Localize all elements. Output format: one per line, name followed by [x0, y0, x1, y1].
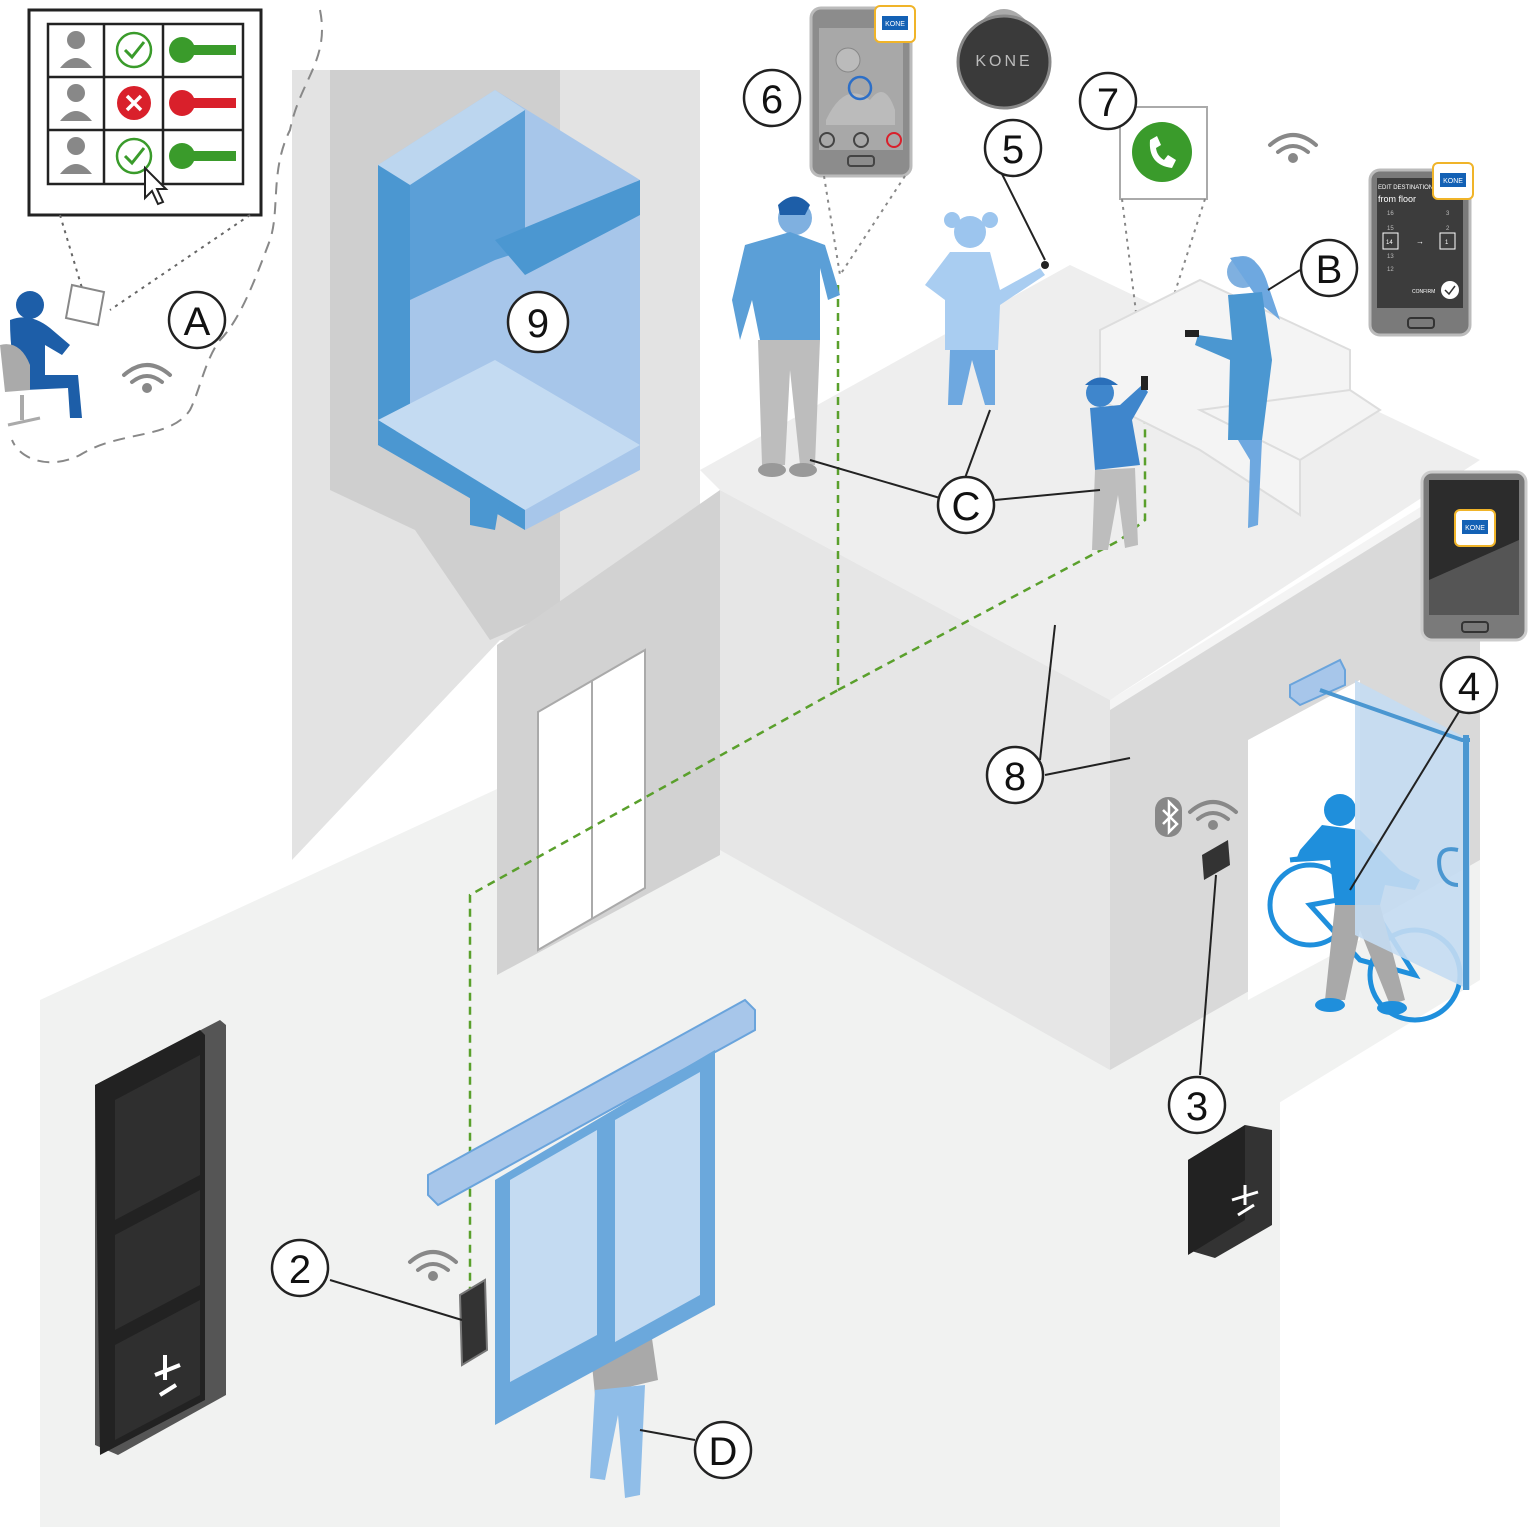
access-management	[0, 8, 323, 464]
axis-logo-icon	[154, 1355, 181, 1397]
svg-text:C: C	[952, 485, 981, 529]
svg-text:KONE: KONE	[1443, 178, 1463, 185]
signal-path	[468, 285, 1147, 1290]
svg-text:8: 8	[1004, 755, 1026, 799]
callout-8: 8	[985, 745, 1045, 805]
svg-text:9: 9	[527, 302, 549, 346]
svg-text:5: 5	[1002, 128, 1024, 172]
check-icon	[115, 137, 153, 175]
bike-entrance-door	[1289, 658, 1470, 990]
wifi-icon	[1268, 133, 1318, 163]
cloud-outline	[11, 9, 323, 464]
call-box	[1119, 106, 1208, 386]
wifi-icon	[122, 363, 172, 393]
callout-6: 6	[742, 68, 802, 128]
key-icon	[169, 90, 236, 116]
callout-3: 3	[1167, 1075, 1227, 1135]
phone-destination-call: EDIT DESTINATION CALL from floor 16 15 1…	[1368, 162, 1474, 337]
kone-logo: KONE	[874, 5, 916, 43]
svg-text:4: 4	[1458, 665, 1480, 709]
svg-text:3: 3	[1446, 211, 1450, 217]
svg-text:1: 1	[1445, 240, 1449, 246]
kone-logo: KONE	[1454, 509, 1496, 547]
callout-9: 9	[506, 290, 570, 354]
svg-text:2: 2	[289, 1248, 311, 1292]
cursor-icon	[144, 165, 169, 206]
callout-B: B	[1299, 238, 1359, 298]
svg-text:7: 7	[1097, 81, 1119, 125]
wifi-icon	[408, 1250, 458, 1281]
callout-2: 2	[270, 1238, 330, 1298]
ground-floor-right	[720, 850, 1480, 1200]
woman-with-phone	[1185, 256, 1280, 528]
check-icon	[115, 31, 153, 69]
right-wall-top	[1110, 470, 1480, 710]
svg-text:16: 16	[1387, 211, 1394, 217]
door-controller	[1188, 1125, 1272, 1258]
svg-text:6: 6	[761, 78, 783, 122]
leader-lines	[329, 169, 1461, 1441]
svg-text:15: 15	[1387, 226, 1394, 232]
user-icon	[60, 137, 92, 174]
card-reader	[1202, 840, 1230, 880]
cross-icon	[117, 86, 151, 120]
user-icon	[60, 84, 92, 121]
phone-icon	[1149, 136, 1176, 168]
key-icon	[169, 37, 236, 63]
axis-logo-icon	[1231, 1185, 1259, 1217]
svg-text:12: 12	[1387, 267, 1394, 273]
svg-text:KONE: KONE	[975, 53, 1032, 70]
main-entrance-door	[427, 998, 756, 1425]
intercom-panel-large	[95, 1020, 226, 1455]
middle-wall-face	[720, 490, 1110, 1070]
svg-text:3: 3	[1186, 1085, 1208, 1129]
callout-A: A	[167, 290, 227, 350]
boy-with-phone	[1085, 376, 1148, 550]
confirm-check-icon	[1441, 281, 1459, 299]
laptop-icon	[64, 283, 106, 327]
bluetooth-icon	[1155, 797, 1182, 837]
svg-text:D: D	[709, 1430, 738, 1474]
user-icon	[60, 31, 92, 68]
phone-app: KONE	[1420, 470, 1528, 642]
svg-text:KONE: KONE	[885, 21, 905, 28]
svg-text:14: 14	[1386, 240, 1393, 246]
phone-video-call: KONE	[809, 5, 916, 276]
key-tag: KONE	[956, 9, 1052, 110]
svg-text:B: B	[1316, 248, 1343, 292]
intercom-panel-small	[458, 1278, 489, 1367]
svg-text:13: 13	[1387, 254, 1394, 260]
destination-subtitle: from floor	[1378, 194, 1416, 204]
svg-text:A: A	[184, 300, 211, 344]
wifi-icon	[1188, 800, 1238, 830]
svg-text:KONE: KONE	[1465, 525, 1485, 532]
key-icon	[169, 143, 236, 169]
kone-logo: KONE	[1432, 162, 1474, 200]
elevator-car	[378, 90, 640, 530]
callout-4: 4	[1439, 655, 1499, 715]
svg-text:→: →	[1416, 237, 1424, 246]
girl	[925, 212, 1049, 405]
bike-entrance-opening	[1248, 680, 1360, 1000]
callout-D: D	[693, 1420, 753, 1480]
callout-5: 5	[983, 118, 1043, 178]
man-with-phone	[732, 196, 840, 477]
callout-C: C	[936, 475, 996, 535]
destination-title: EDIT DESTINATION CALL	[1378, 185, 1450, 191]
admin-person	[0, 283, 106, 427]
callout-7: 7	[1078, 71, 1138, 131]
svg-text:2: 2	[1446, 226, 1450, 232]
svg-text:CONFIRM: CONFIRM	[1412, 289, 1435, 295]
